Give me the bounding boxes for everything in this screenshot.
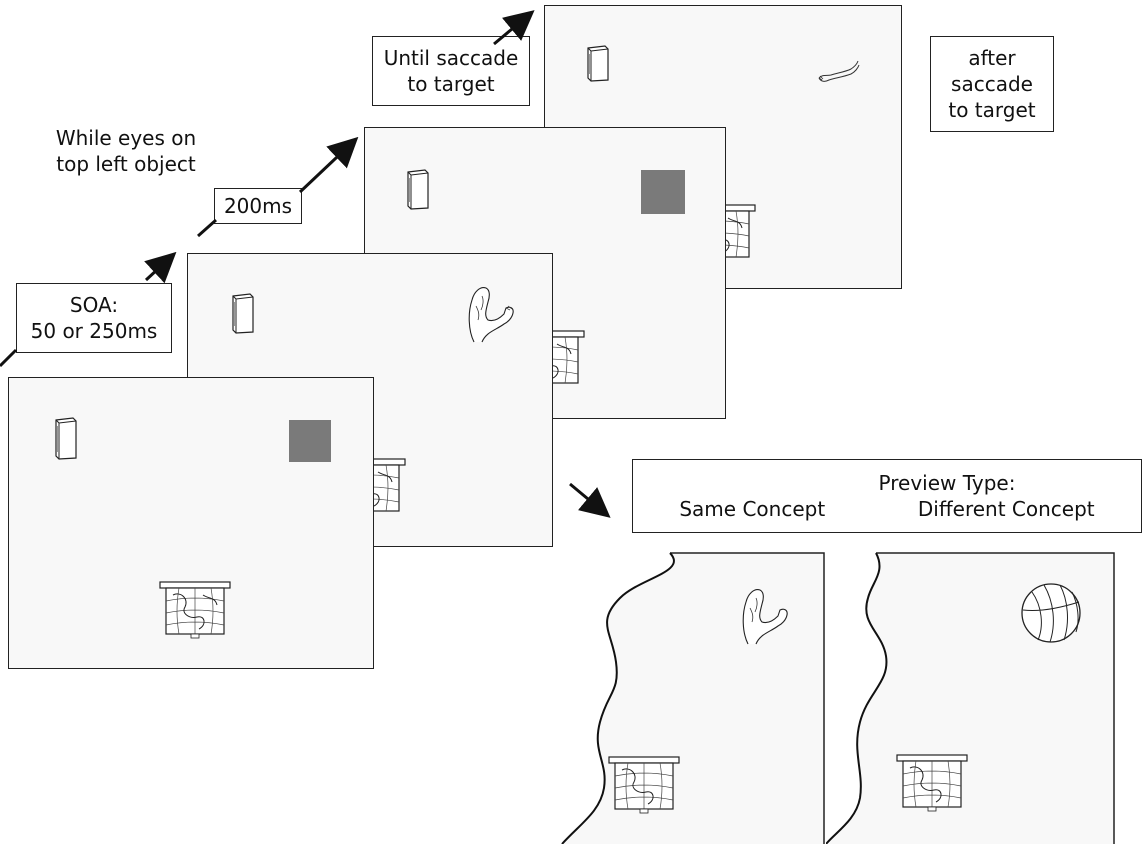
same-concept-label: Same Concept [679, 497, 826, 521]
map-icon [608, 756, 680, 814]
map-icon [896, 754, 968, 812]
arrow-to-after [493, 10, 535, 46]
soa-label: SOA: 50 or 250ms [16, 283, 172, 353]
arm-icon [464, 282, 516, 344]
beach-ball-icon [1020, 582, 1082, 644]
screen-initial [8, 377, 374, 669]
preview-type-box: Preview Type: Same Concept Different Con… [632, 459, 1142, 533]
arm-icon [738, 584, 790, 646]
book-icon [230, 292, 256, 334]
different-concept-label: Different Concept [917, 497, 1095, 521]
preview-type-title: Preview Type: [878, 471, 1016, 495]
book-icon [53, 416, 79, 460]
arrow-to-mask [197, 218, 217, 238]
until-saccade-label: Until saccade to target [372, 36, 530, 106]
book-icon [585, 44, 611, 82]
book-icon [405, 168, 431, 210]
different-concept-panel [825, 552, 1116, 845]
arrow-to-preview-type [569, 482, 611, 518]
map-icon [553, 330, 585, 390]
map-icon [726, 204, 756, 264]
after-saccade-label: after saccade to target [930, 36, 1054, 132]
arrow-to-until [298, 136, 359, 194]
arrow-to-preview [144, 251, 177, 284]
map-icon [374, 458, 406, 518]
hand-icon [817, 56, 861, 86]
mask-square [289, 420, 331, 462]
eyes-on-label: While eyes on top left object [55, 126, 197, 176]
same-concept-panel [560, 552, 826, 845]
map-icon [159, 581, 231, 639]
duration-label: 200ms [214, 188, 302, 224]
arrow-soa [0, 348, 18, 368]
mask-square [641, 170, 685, 214]
